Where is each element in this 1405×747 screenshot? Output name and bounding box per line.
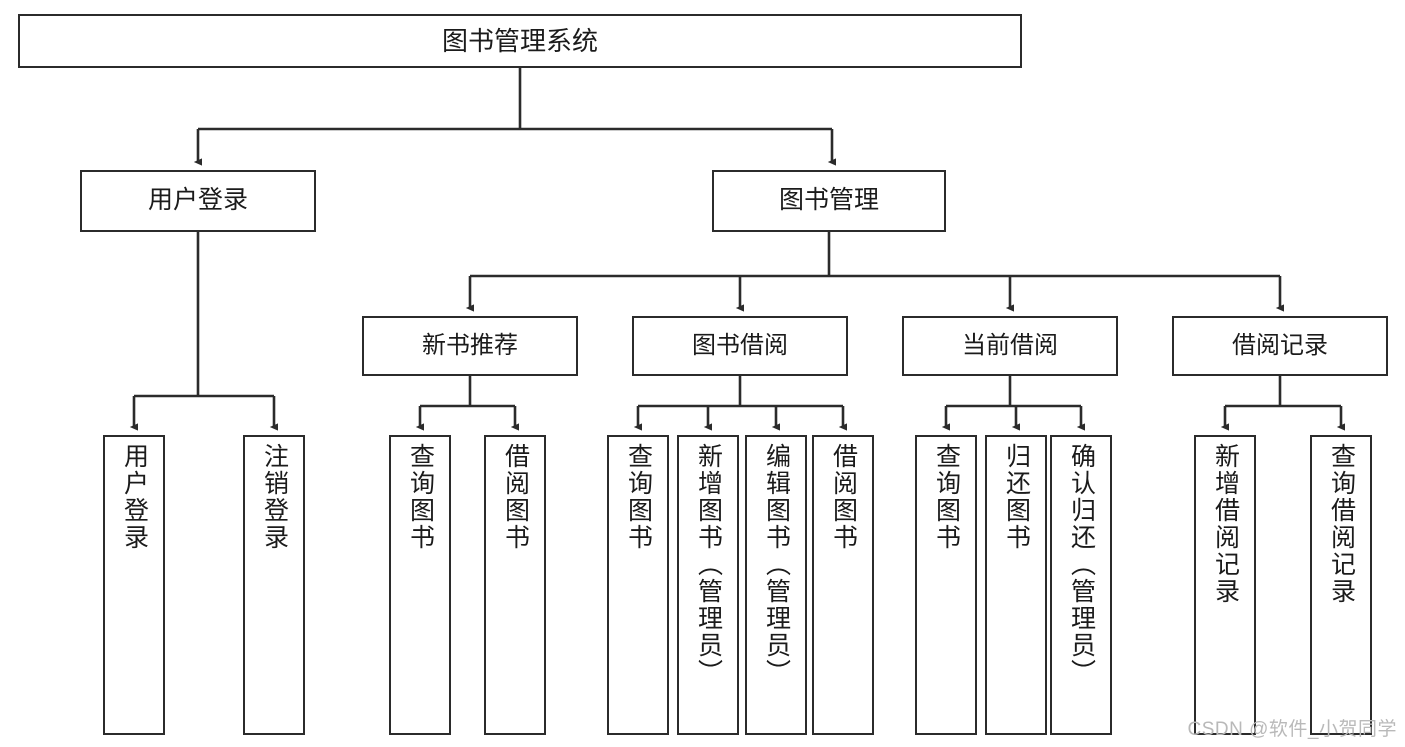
node-label: 新增图书（管理员） — [694, 443, 723, 686]
node-leaf-logout[interactable]: 注销登录 — [243, 435, 305, 735]
node-leaf-edit-book[interactable]: 编辑图书（管理员） — [745, 435, 807, 735]
node-leaf-add-record[interactable]: 新增借阅记录 — [1194, 435, 1256, 735]
node-label: 图书管理系统 — [441, 25, 598, 56]
node-label: 查询图书 — [624, 443, 653, 551]
node-label: 图书管理 — [778, 186, 879, 215]
node-label: 确认归还（管理员） — [1067, 443, 1096, 686]
node-label: 图书借阅 — [692, 331, 788, 359]
node-leaf-query-book-2[interactable]: 查询图书 — [607, 435, 669, 735]
node-label: 新书推荐 — [422, 331, 518, 359]
node-label: 借阅图书 — [829, 443, 858, 551]
node-label: 用户登录 — [147, 186, 248, 215]
node-leaf-query-book-1[interactable]: 查询图书 — [389, 435, 451, 735]
node-leaf-return-book[interactable]: 归还图书 — [985, 435, 1047, 735]
node-leaf-confirm-return[interactable]: 确认归还（管理员） — [1050, 435, 1112, 735]
node-current-borrow[interactable]: 当前借阅 — [902, 316, 1118, 376]
node-leaf-user-login[interactable]: 用户登录 — [103, 435, 165, 735]
node-new-book-recommend[interactable]: 新书推荐 — [362, 316, 578, 376]
node-root-system[interactable]: 图书管理系统 — [18, 14, 1022, 68]
node-leaf-query-book-3[interactable]: 查询图书 — [915, 435, 977, 735]
node-label: 查询借阅记录 — [1327, 443, 1356, 605]
node-label: 用户登录 — [120, 443, 149, 551]
node-leaf-borrow-book-2[interactable]: 借阅图书 — [812, 435, 874, 735]
watermark: CSDN @软件_小贺同学 — [1187, 719, 1397, 740]
node-book-management[interactable]: 图书管理 — [712, 170, 946, 232]
node-user-login[interactable]: 用户登录 — [80, 170, 316, 232]
node-label: 编辑图书（管理员） — [762, 443, 791, 686]
node-label: 归还图书 — [1002, 443, 1031, 551]
node-label: 查询图书 — [932, 443, 961, 551]
node-leaf-borrow-book-1[interactable]: 借阅图书 — [484, 435, 546, 735]
node-label: 注销登录 — [260, 443, 289, 551]
node-label: 查询图书 — [406, 443, 435, 551]
node-leaf-add-book[interactable]: 新增图书（管理员） — [677, 435, 739, 735]
node-label: 借阅记录 — [1232, 331, 1328, 359]
node-label: 借阅图书 — [501, 443, 530, 551]
node-leaf-query-record[interactable]: 查询借阅记录 — [1310, 435, 1372, 735]
node-label: 新增借阅记录 — [1211, 443, 1240, 605]
node-label: 当前借阅 — [962, 331, 1058, 359]
node-borrow-record[interactable]: 借阅记录 — [1172, 316, 1388, 376]
node-book-borrow[interactable]: 图书借阅 — [632, 316, 848, 376]
